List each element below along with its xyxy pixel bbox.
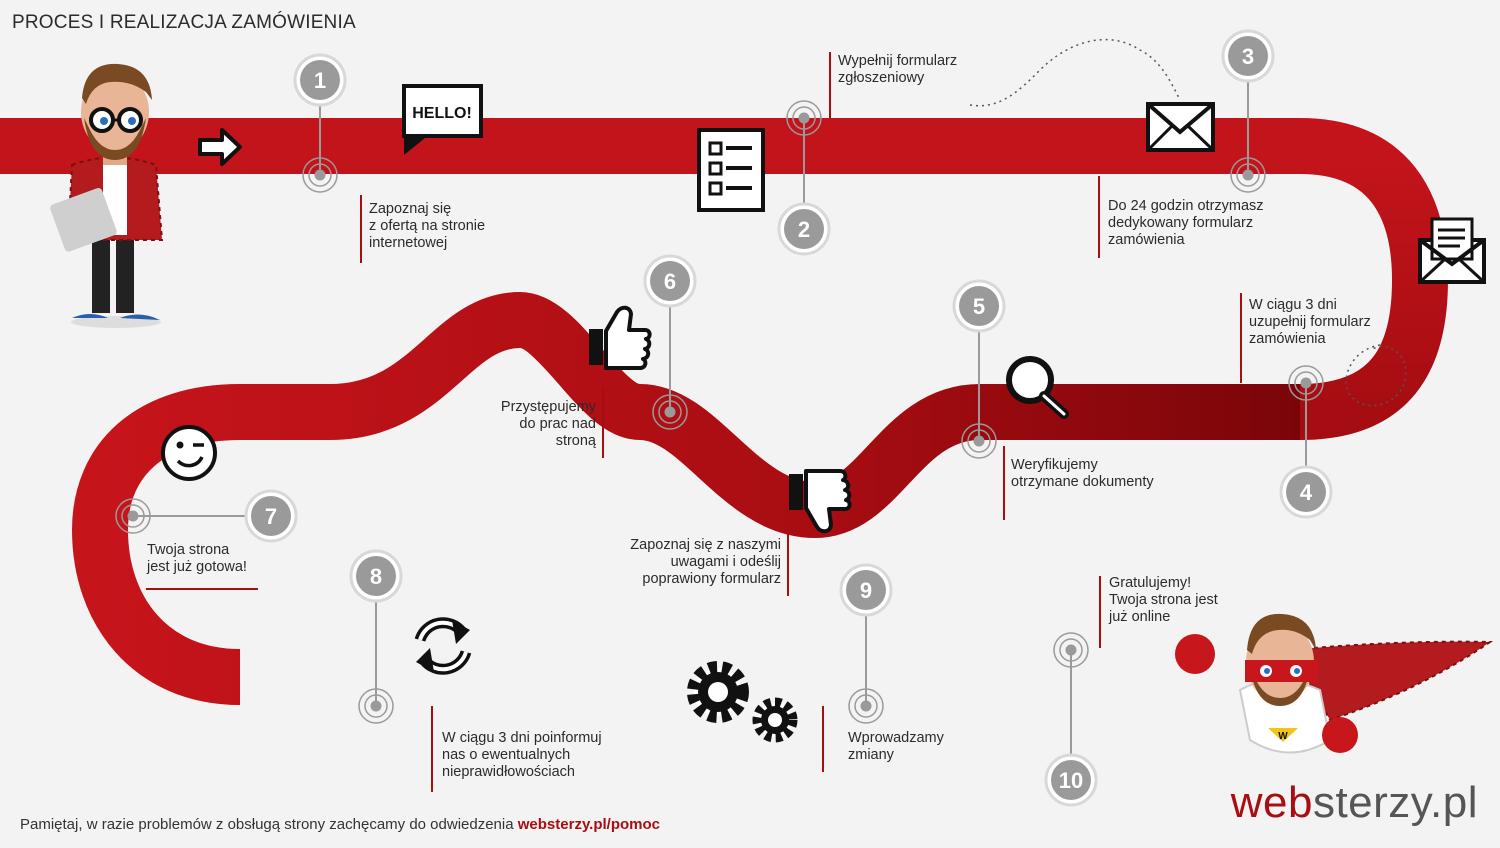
refresh-icon [414, 617, 472, 675]
svg-text:W: W [1278, 731, 1288, 742]
step-8-text: W ciągu 3 dni poinformuj nas o ewentualn… [442, 730, 602, 780]
accent-bar-7 [146, 588, 258, 590]
help-link[interactable]: websterzy.pl/pomoc [517, 816, 661, 833]
form-icon [697, 128, 765, 212]
wink-smiley-icon [161, 425, 217, 481]
step-9-text: Wprowadzamy zmiany [848, 730, 944, 763]
svg-text:7: 7 [265, 504, 277, 529]
target-markers [115, 100, 1324, 724]
svg-text:6: 6 [664, 269, 676, 294]
accent-bar-6 [602, 388, 604, 458]
accent-bar-branch [787, 530, 789, 596]
footer-note: Pamiętaj, w razie problemów z obsługą st… [20, 816, 660, 833]
target-8 [358, 688, 394, 724]
accent-bar-2 [829, 52, 831, 118]
badge-4: 4 [1279, 465, 1333, 519]
badge-1: 1 [293, 53, 347, 107]
brand-logo-part1: web [1230, 778, 1313, 827]
envelope-icon [1146, 102, 1215, 152]
badge-3: 3 [1221, 29, 1275, 83]
step-6-text: Przystępujemy do prac nad stroną [500, 399, 596, 449]
thumbs-down-icon [789, 469, 852, 534]
page-title: PROCES I REALIZACJA ZAMÓWIENIA [12, 12, 356, 33]
magnifier-icon [1006, 356, 1069, 419]
accent-bar-10 [1099, 576, 1101, 648]
badge-7: 7 [244, 489, 298, 543]
accent-bar-5 [1003, 446, 1005, 520]
letter-icon [1418, 217, 1486, 284]
target-3 [1230, 157, 1266, 193]
mascot-standing [50, 63, 164, 328]
accent-bar-1 [360, 195, 362, 263]
step-4-text: W ciągu 3 dni uzupełnij formularz zamówi… [1249, 297, 1371, 347]
badge-5: 5 [952, 279, 1006, 333]
accent-bar-8 [431, 706, 433, 792]
brand-logo: websterzy.pl [1231, 778, 1478, 828]
svg-text:HELLO!: HELLO! [412, 105, 472, 122]
step-10-text: Gratulujemy! Twoja strona jest już onlin… [1109, 575, 1218, 625]
thumbs-up-icon [589, 305, 652, 370]
svg-text:2: 2 [798, 217, 810, 242]
step-7-text: Twoja strona jest już gotowa! [147, 542, 247, 575]
footer-text: Pamiętaj, w razie problemów z obsługą st… [20, 816, 518, 833]
badge-9: 9 [839, 563, 893, 617]
dotted-path-envelope [969, 38, 1181, 107]
svg-text:9: 9 [860, 578, 872, 603]
gears-icon [687, 661, 798, 743]
target-7 [115, 498, 151, 534]
brand-logo-part2: sterzy.pl [1312, 778, 1478, 827]
step-5-text: Weryfikujemy otrzymane dokumenty [1011, 457, 1154, 490]
svg-text:4: 4 [1300, 480, 1313, 505]
svg-text:8: 8 [370, 564, 382, 589]
badge-6: 6 [643, 254, 697, 308]
svg-text:5: 5 [973, 294, 985, 319]
badge-10: 10 [1044, 753, 1098, 807]
svg-text:1: 1 [314, 68, 326, 93]
mascot-superhero: W [1175, 613, 1494, 754]
svg-text:10: 10 [1059, 768, 1083, 793]
target-6 [652, 394, 688, 430]
target-9 [848, 688, 884, 724]
number-badges: 1 2 3 4 5 6 7 8 9 10 [244, 29, 1333, 807]
step-2-text: Wypełnij formularz zgłoszeniowy [838, 53, 958, 86]
accent-bar-9 [822, 706, 824, 772]
target-2 [786, 100, 822, 136]
accent-bar-3 [1098, 176, 1100, 258]
badge-8: 8 [349, 549, 403, 603]
svg-text:3: 3 [1242, 44, 1254, 69]
target-5 [961, 423, 997, 459]
arrow-right-icon [198, 128, 242, 166]
accent-bar-4 [1240, 293, 1242, 383]
speech-bubble-icon: HELLO! [402, 84, 483, 155]
step-1-text: Zapoznaj się z ofertą na stronie interne… [369, 201, 486, 251]
step-3-text: Do 24 godzin otrzymasz dedykowany formul… [1108, 198, 1264, 248]
target-1 [302, 157, 338, 193]
target-4 [1288, 365, 1324, 401]
badge-2: 2 [777, 202, 831, 256]
dotted-path-loop [1345, 344, 1407, 407]
target-10 [1053, 632, 1089, 668]
branch-text: Zapoznaj się z naszymi uwagami i odeślij… [630, 537, 781, 587]
